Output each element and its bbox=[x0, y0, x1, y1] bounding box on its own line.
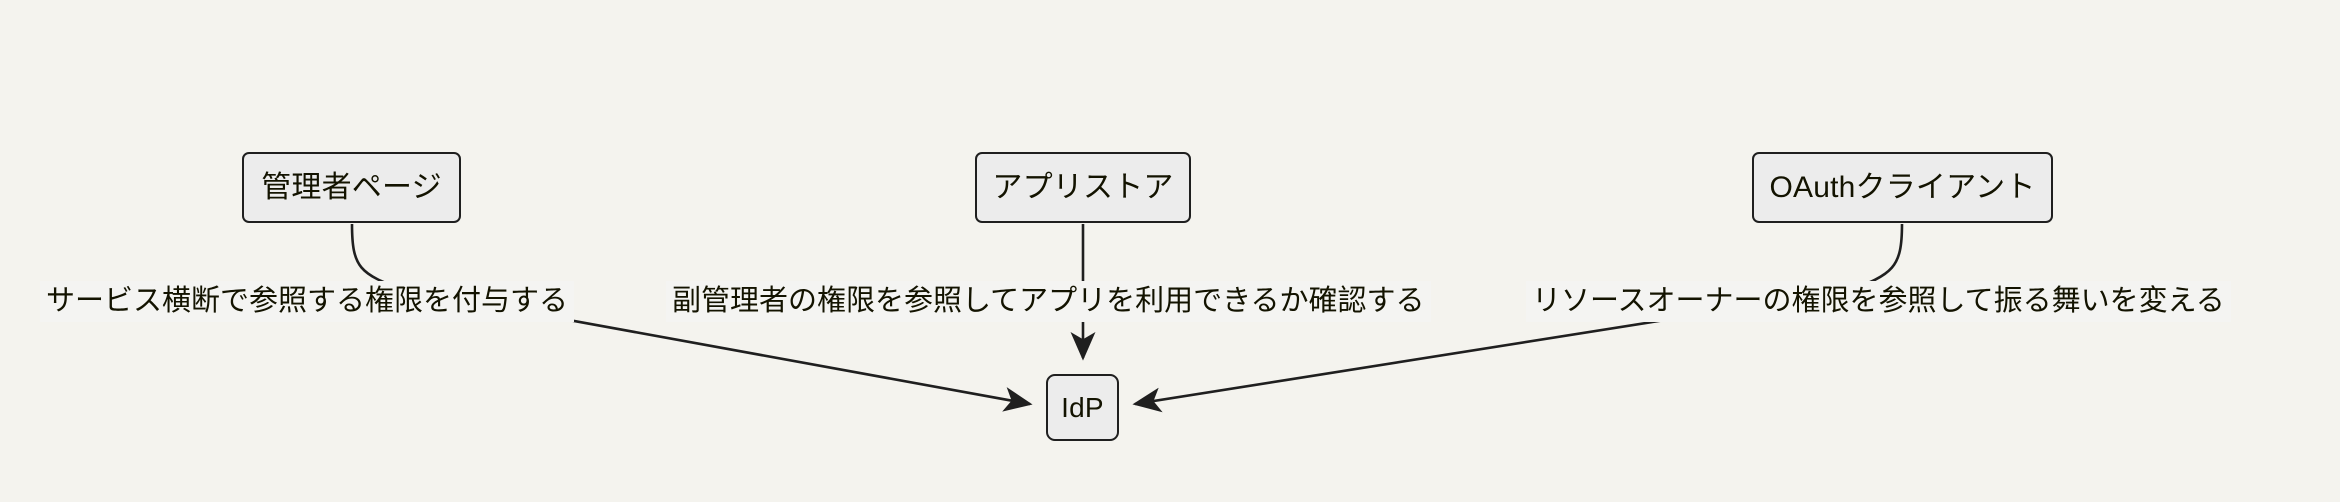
node-app-store[interactable]: アプリストア bbox=[975, 152, 1191, 223]
node-oauth-client-label: OAuthクライアント bbox=[1769, 170, 2036, 204]
edge-label-app-store-to-idp: 副管理者の権限を参照してアプリを利用できるか確認する bbox=[666, 281, 1431, 322]
node-oauth-client[interactable]: OAuthクライアント bbox=[1752, 152, 2053, 223]
node-admin-page[interactable]: 管理者ページ bbox=[242, 152, 461, 223]
node-app-store-label: アプリストア bbox=[992, 170, 1174, 204]
node-idp[interactable]: IdP bbox=[1046, 374, 1119, 441]
node-admin-page-label: 管理者ページ bbox=[261, 170, 442, 204]
edge-label-oauth-client-to-idp: リソースオーナーの権限を参照して振る舞いを変える bbox=[1526, 281, 2231, 322]
node-idp-label: IdP bbox=[1061, 391, 1104, 423]
edge-label-admin-page-to-idp: サービス横断で参照する権限を付与する bbox=[40, 281, 575, 322]
